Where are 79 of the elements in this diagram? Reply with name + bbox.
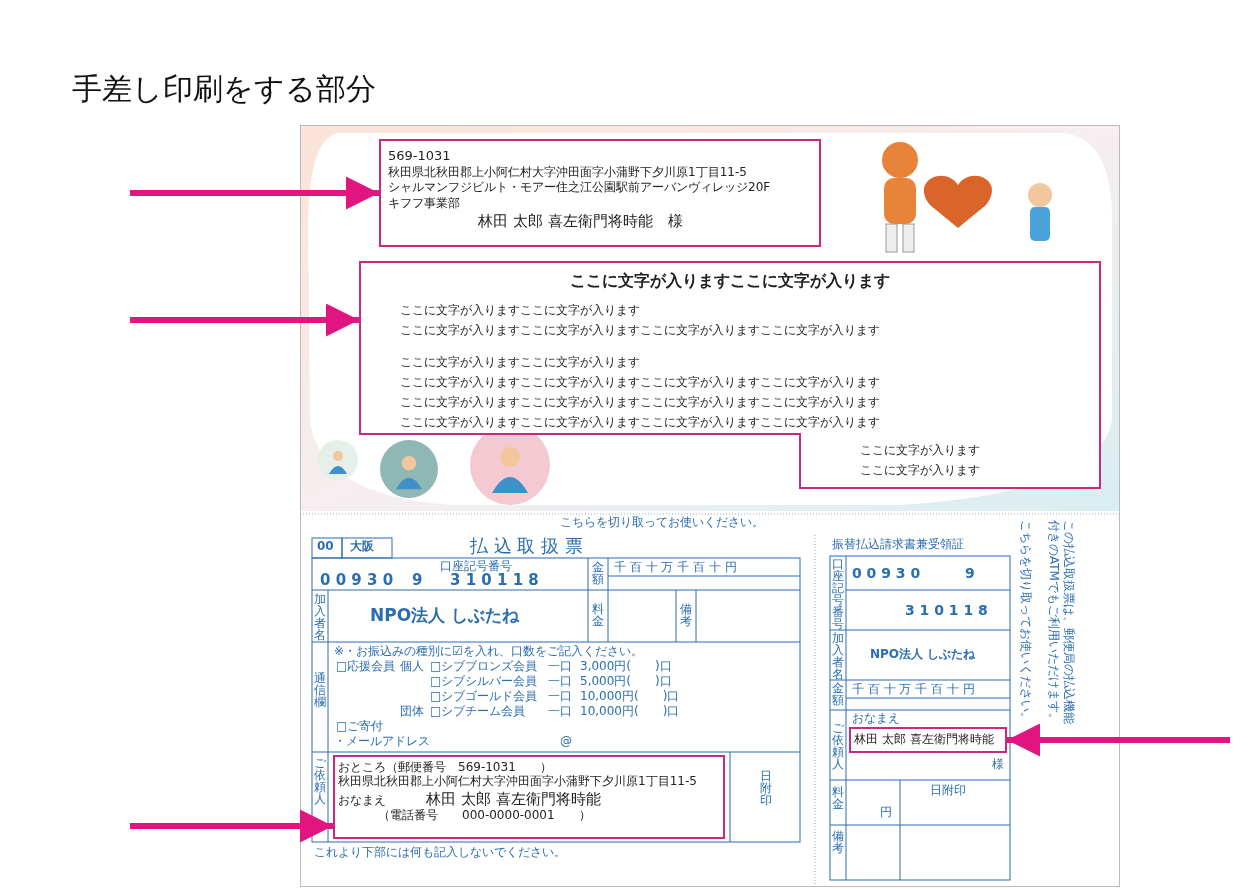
print-text: ここに文字が入りますここに文字が入りますここに文字が入りますここに文字が入ります (400, 324, 880, 338)
print-text: 林田 太郎 喜左衛門将時能 (854, 732, 995, 747)
print-text: シャルマンフジビルト・モアー住之江公園駅前アーバンヴィレッジ20F (388, 180, 772, 197)
form-label: 加入者名 (832, 632, 844, 680)
form-label: ※・お振込みの種別に☑を入れ、口数をご記入ください。 (334, 645, 643, 659)
form-label: □ご寄付 (336, 720, 384, 734)
form-label: 備考 (680, 603, 692, 627)
form-label: 料金 (832, 786, 844, 810)
form-label: こちらを切り取ってお使いください。 (560, 516, 764, 530)
print-text: ここに文字が入ります (860, 444, 980, 458)
form-label: 備考 (832, 830, 844, 854)
form-label: 一口 (548, 690, 572, 704)
form-label: 0 0 9 3 0 (852, 565, 921, 582)
form-label: 一口 (548, 660, 572, 674)
form-label: 千 百 十 万 千 百 十 円 (614, 561, 737, 575)
form-label: 5,000円( )口 (580, 675, 672, 689)
print-text: ここに文字が入りますここに文字が入りますここに文字が入りますここに文字が入ります (400, 416, 880, 430)
arrow (130, 176, 379, 210)
form-label: 金額 (832, 682, 844, 706)
form-label: 0 0 9 3 0 (320, 572, 394, 590)
form-label: NPO法人 しぶたね (370, 606, 520, 626)
form-label: □シブチーム会員 (430, 705, 526, 719)
form-label: 一口 (548, 675, 572, 689)
form-label: 振替払込請求書兼受領証 (832, 538, 964, 552)
form-label: 加入者名 (314, 593, 326, 641)
form-label: 日附印 (930, 784, 966, 798)
form-label: 口座記号番号 (440, 560, 512, 573)
print-text: 569-1031 (388, 148, 452, 165)
print-text: 秋田県北秋田郡上小阿仁村大字沖田面字小蒲野下夕川原1丁目11-5 (388, 164, 748, 181)
form-label: 通信欄 (314, 672, 326, 708)
form-label: 口座記号番号 (832, 558, 844, 630)
print-text: おなまえ (338, 792, 386, 808)
form-label: □シブブロンズ会員 (430, 660, 538, 674)
form-label: 3,000円( )口 (580, 660, 672, 674)
form-label: 千 百 十 万 千 百 十 円 (852, 683, 975, 697)
form-label: 00 (317, 540, 334, 554)
form-label: 大阪 (350, 540, 374, 554)
print-text: ここに文字が入ります (860, 464, 980, 478)
form-label: ・メールアドレス (334, 735, 430, 749)
form-label: 3 1 0 1 1 8 (905, 602, 988, 619)
form-label: 10,000円( )口 (580, 690, 680, 704)
form-label: こちらを切り取ってお使いください。 (1018, 520, 1033, 726)
form-label: □シブシルバー会員 (430, 675, 538, 689)
form-label: 10,000円( )口 (580, 705, 680, 719)
form-label: 払 込 取 扱 票 (470, 536, 583, 557)
form-label: 円 (880, 806, 892, 820)
form-label: NPO法人 しぶたね (870, 648, 976, 662)
form-label: 料金 (592, 603, 604, 627)
form-label: □応援会員 (336, 660, 396, 674)
form-label: 一口 (548, 705, 572, 719)
print-text: ここに文字が入りますここに文字が入りますここに文字が入りますここに文字が入ります (400, 396, 880, 410)
print-text: 林田 太郎 喜左衛門将時能 (426, 789, 601, 808)
print-text: ここに文字が入りますここに文字が入ります (400, 304, 640, 318)
arrow (130, 303, 359, 337)
form-label: 9 (412, 572, 423, 590)
print-text: 林田 太郎 喜左衛門将時能 様 (478, 211, 684, 232)
form-label: これより下部には何も記入しないでください。 (314, 846, 566, 860)
print-area-box (380, 140, 820, 246)
arrow (1007, 723, 1230, 757)
form-label: □シブゴールド会員 (430, 690, 538, 704)
print-text: 秋田県北秋田郡上小阿仁村大字沖田面字小蒲野下夕川原1丁目11-5 (338, 774, 698, 789)
form-label: この払込取扱票は、郵便局の払込機能付きのATMでもご利用いただけます。 (1046, 520, 1076, 727)
print-text: ここに文字が入りますここに文字が入ります (400, 356, 640, 370)
form-label: 日附印 (760, 770, 772, 806)
heading: ここに文字が入りますここに文字が入ります (569, 272, 891, 291)
form-label: 金額 (592, 561, 604, 585)
form-label: 9 (965, 565, 975, 582)
print-text: おところ（郵便番号 569-1031 ） (338, 760, 553, 775)
form-label: 3 1 0 1 1 8 (450, 572, 539, 590)
arrow (130, 809, 333, 843)
page-title: 手差し印刷をする部分 (72, 72, 376, 107)
form-label: 団体 (400, 705, 424, 719)
print-text: キフフ事業部 (388, 196, 461, 212)
form-label: 個人 (400, 660, 424, 674)
print-area-box (850, 728, 1006, 752)
print-text: （電話番号 000-0000-0001 ） (378, 807, 592, 823)
print-text: ここに文字が入りますここに文字が入りますここに文字が入りますここに文字が入ります (400, 376, 880, 390)
message-frame (360, 262, 1100, 488)
print-area-box (334, 756, 724, 838)
